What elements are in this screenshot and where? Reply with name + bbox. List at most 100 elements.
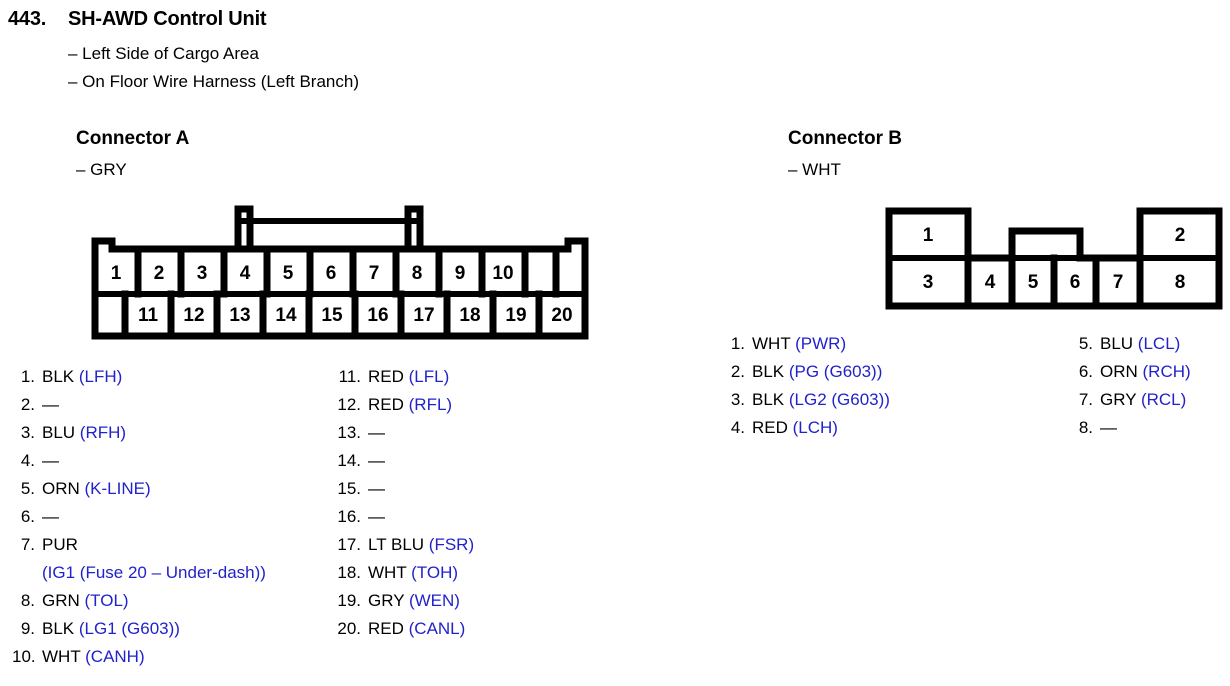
location-note-2: – On Floor Wire Harness (Left Branch)	[68, 72, 359, 91]
pin-number: 6.	[20, 507, 35, 526]
pin-list-item: 7.PUR(IG1 (Fuse 20 – Under-dash))	[12, 531, 266, 587]
page-title: 443. SH-AWD Control Unit	[8, 8, 267, 31]
pin-number: 1.	[730, 334, 745, 353]
pin-empty-dash: —	[368, 507, 385, 526]
pin-list-item: 17. LT BLU (FSR)	[330, 531, 474, 559]
pin-wire-color: PUR	[42, 535, 78, 554]
svg-text:11: 11	[138, 305, 159, 326]
pin-wire-color: WHT	[42, 647, 81, 666]
svg-text:5: 5	[1028, 272, 1039, 293]
pin-list-item: 5.BLU (LCL)	[1078, 330, 1191, 358]
pin-number: 3.	[730, 390, 745, 409]
pin-signal-name: (TOH)	[406, 563, 459, 582]
pin-value: —	[42, 447, 59, 475]
pin-wire-color: BLU	[1100, 334, 1134, 353]
pin-number: 15.	[337, 479, 361, 498]
pin-list-item: 3. BLK (LG2 (G603))	[730, 386, 890, 414]
pin-list-item: 1.WHT (PWR)	[730, 330, 890, 358]
pin-signal-name: (LCL)	[1133, 334, 1181, 353]
pin-value: —	[368, 503, 385, 531]
pin-number: 17.	[337, 535, 361, 554]
pin-list-item: 2. —	[12, 391, 266, 419]
pin-signal-name: (WEN)	[404, 591, 460, 610]
connector-a-svg: 1 2 3 4 5 6 7 8 9 10 11 12 13 14 15 16 1…	[91, 205, 589, 340]
pin-empty-dash: —	[368, 451, 385, 470]
pin-list-item: 14.—	[330, 447, 474, 475]
connector-a-color-label: – GRY	[76, 160, 127, 179]
pin-list-item: 16.—	[330, 503, 474, 531]
pin-wire-color: GRY	[1100, 390, 1137, 409]
svg-text:4: 4	[985, 272, 996, 293]
svg-text:8: 8	[412, 263, 423, 284]
pin-wire-color: BLU	[42, 423, 76, 442]
pin-signal-name: (LFL)	[403, 367, 450, 386]
pin-signal-name: (RFL)	[403, 395, 453, 414]
pin-value: —	[42, 503, 59, 531]
pin-value: WHT (TOH)	[368, 559, 458, 587]
pin-wire-color: ORN	[1100, 362, 1138, 381]
svg-text:19: 19	[505, 305, 526, 326]
svg-text:3: 3	[197, 263, 208, 284]
pin-value: BLK (LG1 (G603))	[42, 615, 180, 643]
connector-a-heading: Connector A	[76, 128, 190, 149]
svg-text:9: 9	[455, 263, 466, 284]
pin-number: 10.	[12, 647, 36, 666]
pin-number: 20.	[337, 619, 361, 638]
pin-list-item: 20. RED (CANL)	[330, 615, 474, 643]
pin-number: 4.	[20, 451, 35, 470]
pin-number: 19.	[337, 591, 361, 610]
pin-list-item: 18.WHT (TOH)	[330, 559, 474, 587]
pin-signal-name: (LG1 (G603))	[74, 619, 180, 638]
svg-text:6: 6	[1070, 272, 1081, 293]
pin-list-item: 15. —	[330, 475, 474, 503]
svg-text:13: 13	[229, 305, 250, 326]
pin-list-item: 9.BLK (LG1 (G603))	[12, 615, 266, 643]
pin-number: 6.	[1078, 362, 1093, 381]
pin-number: 2.	[20, 395, 35, 414]
pin-signal-name: (RCH)	[1137, 362, 1191, 381]
pin-signal-name: (CANL)	[403, 619, 466, 638]
pin-number: 7.	[20, 535, 35, 554]
pin-signal-name: (RCL)	[1136, 390, 1187, 409]
pin-list-item: 6. ORN (RCH)	[1078, 358, 1191, 386]
connector-b-pin-list-column-2: 5.BLU (LCL)6.ORN (RCH)7.GRY (RCL)8.—	[1078, 330, 1191, 442]
pin-list-item: 4.RED (LCH)	[730, 414, 890, 442]
svg-text:15: 15	[321, 305, 343, 326]
svg-text:5: 5	[283, 263, 294, 284]
pin-wire-color: GRY	[368, 591, 405, 610]
pin-wire-color: RED	[368, 395, 404, 414]
pin-wire-color: BLK	[42, 619, 75, 638]
pin-list-item: 8.GRN (TOL)	[12, 587, 266, 615]
svg-text:7: 7	[369, 263, 380, 284]
svg-text:7: 7	[1113, 272, 1124, 293]
pin-number: 12.	[337, 395, 361, 414]
pin-value: RED (LFL)	[368, 363, 449, 391]
pin-value: BLK (LG2 (G603))	[752, 386, 890, 414]
pin-list-item: 11. RED (LFL)	[330, 363, 474, 391]
pin-signal-name: (LG2 (G603))	[784, 390, 890, 409]
pin-signal-name: (FSR)	[424, 535, 475, 554]
pin-empty-dash: —	[42, 395, 59, 414]
pin-signal-name: (CANH)	[80, 647, 145, 666]
connector-b-pin-list-column-1: 1.WHT (PWR)2.BLK (PG (G603)) 3. BLK (LG2 (…	[730, 330, 890, 442]
pin-signal-name: (K-LINE)	[79, 479, 151, 498]
pin-signal-name: (RFH)	[75, 423, 127, 442]
pin-list-item: 19. GRY (WEN)	[330, 587, 474, 615]
svg-text:1: 1	[923, 225, 934, 246]
pin-list-item: 6. —	[12, 503, 266, 531]
pin-wire-color: RED	[368, 619, 404, 638]
pin-list-item: 2.BLK (PG (G603))	[730, 358, 890, 386]
pin-list-item: 4. —	[12, 447, 266, 475]
pin-list-item: 5.ORN (K-LINE)	[12, 475, 266, 503]
pin-number: 11.	[338, 367, 361, 386]
pin-empty-dash: —	[42, 451, 59, 470]
pin-empty-dash: —	[368, 479, 385, 498]
connector-a-pin-list-column-2: 11.RED (LFL)12.RED (RFL)13.—14.—15.—16.—…	[330, 363, 474, 643]
pin-wire-color: LT BLU	[368, 535, 425, 554]
pin-wire-color: BLK	[752, 362, 785, 381]
pin-list-item: 10. WHT (CANH)	[12, 643, 266, 671]
pin-value: BLU (LCL)	[1100, 330, 1180, 358]
pin-list-item: 12. RED (RFL)	[330, 391, 474, 419]
pin-value: GRY (WEN)	[368, 587, 460, 615]
connector-b-color-label: – WHT	[788, 160, 841, 179]
